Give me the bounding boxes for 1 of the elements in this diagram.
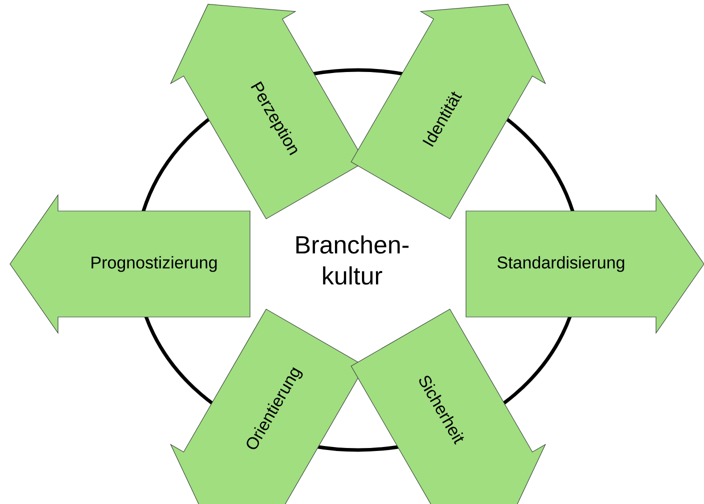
center-label: Branchen- kultur xyxy=(296,235,409,285)
